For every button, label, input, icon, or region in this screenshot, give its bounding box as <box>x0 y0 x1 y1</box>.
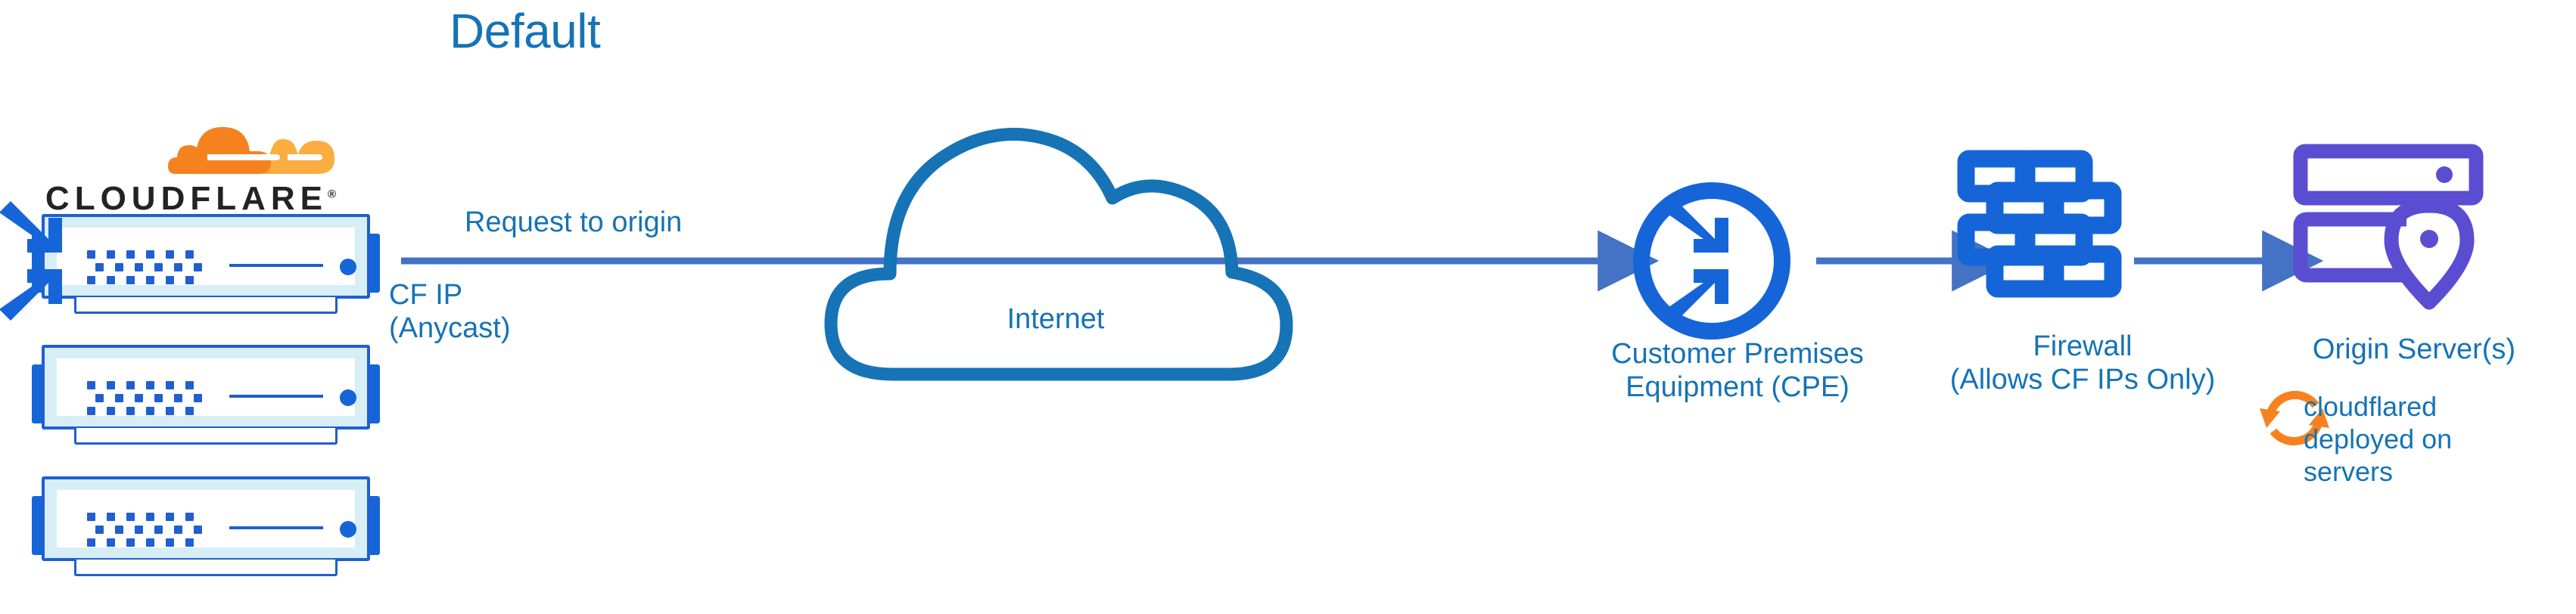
rack-chassis <box>42 214 370 299</box>
cloudflare-wordmark: CLOUDFLARE® <box>32 180 350 218</box>
rack-chassis <box>42 476 370 561</box>
rack-shelf <box>74 428 338 445</box>
rack-status-light <box>340 389 356 406</box>
dot-row <box>87 405 213 418</box>
server-with-location-pin-icon <box>2293 144 2484 310</box>
cloudflared-line-2: deployed on <box>2304 423 2453 454</box>
firewall-label-line-2: (Allows CF IPs Only) <box>1949 364 2216 395</box>
server-rack-icon <box>32 476 380 578</box>
dot-row <box>95 524 213 537</box>
cloudflared-line-1: cloudflared <box>2304 391 2438 422</box>
cloudflare-logo: CLOUDFLARE® <box>32 107 350 217</box>
rack-status-line <box>229 526 323 529</box>
cpe-label: Customer Premises Equipment (CPE) <box>1548 337 1927 404</box>
dot-row <box>87 511 213 524</box>
rack-shelf <box>74 297 338 314</box>
rack-vent-dots <box>87 380 213 418</box>
rack-faceplate <box>57 228 356 287</box>
brick-wall-icon <box>1957 150 2122 298</box>
dot-row <box>87 274 213 287</box>
rack-faceplate <box>57 490 356 550</box>
dot-row <box>95 392 213 405</box>
firewall-label: Firewall (Allows CF IPs Only) <box>1893 330 2272 396</box>
cloud-icon <box>824 128 1293 381</box>
cloudflare-cloud-logo-icon <box>168 127 334 174</box>
rack-status-line <box>229 264 323 267</box>
dot-row <box>87 249 213 262</box>
rack-faceplate <box>57 358 356 418</box>
dot-row <box>87 380 213 392</box>
internet-label: Internet <box>1006 303 1105 335</box>
rack-status-light <box>340 259 356 275</box>
rack-vent-dots <box>87 249 213 287</box>
dot-row <box>87 537 213 550</box>
cf-ip-label: CF IP (Anycast) <box>389 278 510 345</box>
cpe-label-line-1: Customer Premises <box>1611 338 1864 370</box>
cloudflared-line-3: servers <box>2304 456 2394 487</box>
origin-server-label: Origin Server(s) <box>2312 333 2516 365</box>
cf-ip-line-2: (Anycast) <box>389 312 511 344</box>
request-to-origin-label: Request to origin <box>465 206 683 238</box>
cpe-label-line-2: Equipment (CPE) <box>1626 371 1850 403</box>
rack-status-line <box>229 395 323 398</box>
cf-ip-line-1: CF IP <box>389 279 463 311</box>
server-rack-icon <box>32 214 380 316</box>
registered-mark: ® <box>328 188 337 201</box>
wordmark-text: CLOUDFLARE <box>45 180 328 217</box>
firewall-label-line-1: Firewall <box>2033 330 2133 362</box>
server-rack-icon <box>32 345 380 447</box>
dot-row <box>95 262 213 274</box>
cloudflared-annotation: cloudflared deployed on servers <box>2304 390 2493 488</box>
rack-status-light <box>340 521 356 538</box>
page-title: Default <box>450 4 601 58</box>
rack-vent-dots <box>87 511 213 550</box>
rack-chassis <box>42 345 370 429</box>
rack-shelf <box>74 560 338 576</box>
